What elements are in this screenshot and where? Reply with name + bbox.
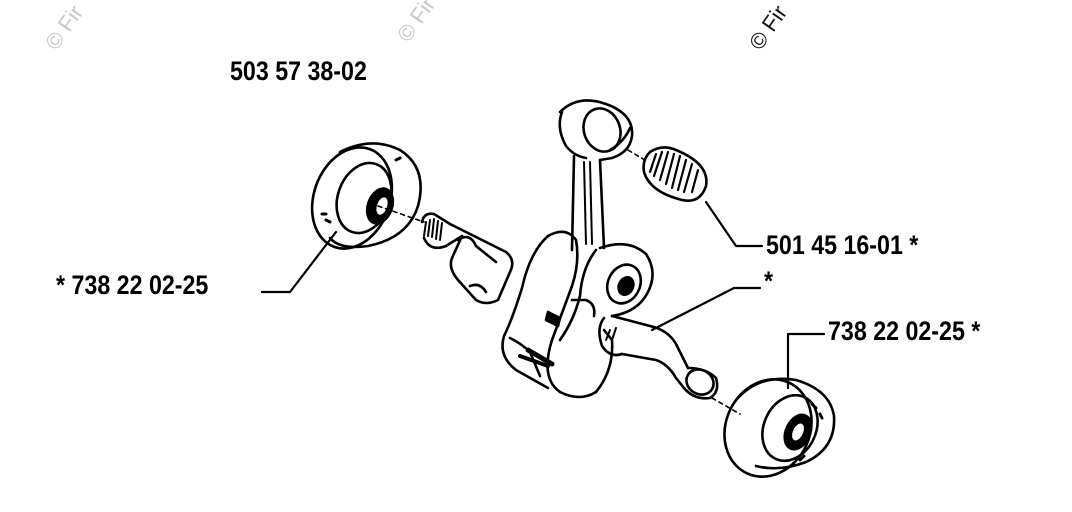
ball-bearing-left — [310, 142, 422, 250]
leader-crank — [650, 286, 762, 332]
callout-needle-bearing: 501 45 16-01 * — [766, 230, 919, 260]
leader-left-bearing — [260, 230, 338, 294]
leader-needle-bearing — [704, 200, 764, 248]
leader-lines — [260, 200, 826, 390]
needle-bearing — [642, 146, 708, 202]
alignment-lines — [377, 149, 741, 415]
crankshaft-webs — [501, 230, 654, 399]
callout-right-bearing: 738 22 02-25 * — [828, 316, 981, 346]
ball-bearing-right — [723, 377, 836, 478]
assembly-part-number: 503 57 38-02 — [230, 56, 367, 86]
callout-left-bearing: * 738 22 02-25 — [56, 270, 209, 300]
leader-right-bearing — [786, 332, 826, 390]
crankshaft-left-shaft — [420, 212, 514, 305]
connecting-rod — [558, 99, 634, 252]
callout-crank-marker: * — [764, 266, 774, 296]
crankshaft-right-shaft — [598, 314, 719, 400]
